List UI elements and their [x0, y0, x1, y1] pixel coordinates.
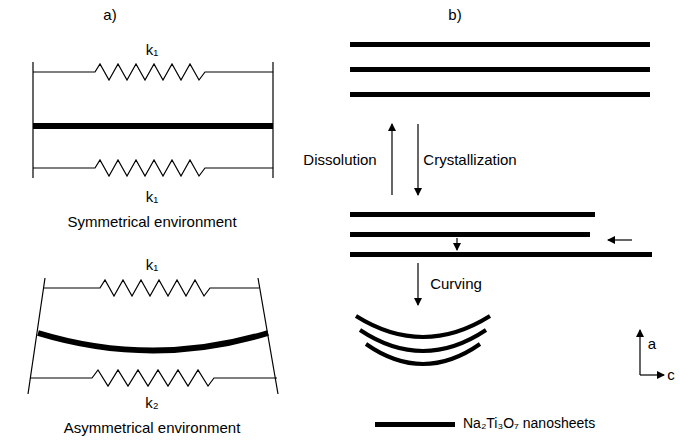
panel-label: a) — [103, 7, 116, 24]
caption-text: Symmetrical environment — [67, 214, 236, 231]
process-label: Crystallization — [423, 152, 516, 169]
process-label: Dissolution — [303, 152, 376, 169]
process-label: Curving — [430, 276, 482, 293]
axis-label: a — [648, 336, 656, 353]
spring-constant: k₂ — [145, 395, 158, 412]
caption-text: Asymmetrical environment — [64, 420, 241, 437]
axis-label: c — [667, 367, 675, 384]
legend-text: Na₂Ti₃O₇ nanosheets — [463, 416, 595, 431]
panel-label: b) — [448, 7, 461, 24]
spring-constant: k₁ — [146, 189, 159, 206]
spring-constant: k₁ — [146, 257, 159, 274]
spring-constant: k₁ — [146, 42, 159, 59]
